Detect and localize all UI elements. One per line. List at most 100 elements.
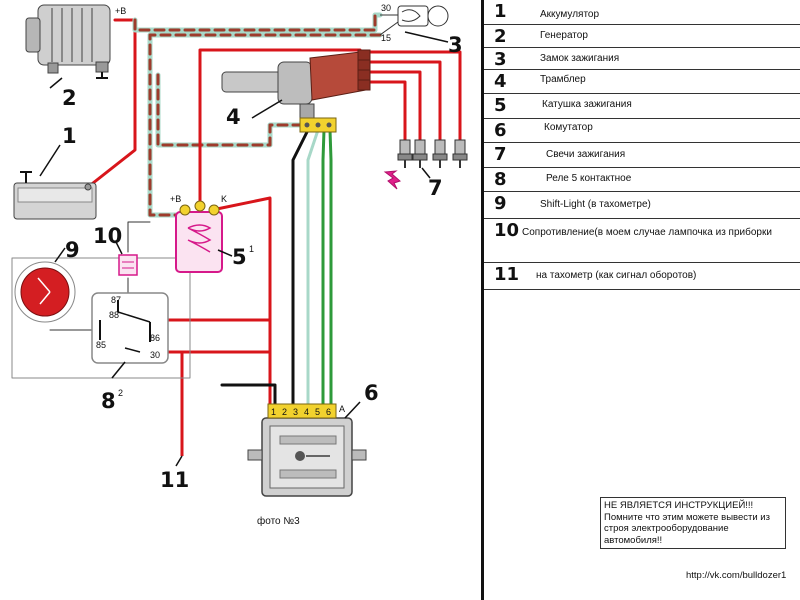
legend-text: Генератор bbox=[540, 30, 588, 41]
legend-text: Замок зажигания bbox=[540, 53, 620, 64]
warning-box: НЕ ЯВЛЯЕТСЯ ИНСТРУКЦИЕЙ!!! Помните что э… bbox=[600, 497, 786, 549]
callout-10: 10 bbox=[93, 224, 122, 248]
legend-number: 10 bbox=[494, 220, 520, 241]
callout-2: 2 bbox=[62, 86, 77, 110]
shift-light bbox=[14, 261, 76, 323]
wire-dist-green-2 bbox=[328, 128, 333, 407]
legend-text: Трамблер bbox=[540, 74, 586, 85]
spark-plug-1 bbox=[397, 139, 413, 168]
spark-plug-3 bbox=[432, 139, 448, 168]
legend-text: на тахометр (как сигнал оборотов) bbox=[536, 270, 697, 281]
ignition-coil: +B K bbox=[170, 194, 227, 273]
wire-switch-15-dash-top bbox=[148, 33, 382, 217]
relay-30-label: 30 bbox=[150, 350, 160, 360]
commutator-pin-2: 2 bbox=[282, 407, 287, 417]
wire-generator-ignition-dash bbox=[132, 12, 383, 33]
wire-cap-plug-1 bbox=[360, 80, 407, 142]
commutator-pin-6: 6 bbox=[326, 407, 331, 417]
callout-5: 5 bbox=[232, 245, 247, 269]
legend-text: Комутатор bbox=[544, 122, 593, 133]
coil-terminal-center bbox=[194, 200, 206, 212]
battery bbox=[13, 171, 97, 220]
callout-9: 9 bbox=[65, 238, 80, 262]
relay-87-label: 87 bbox=[111, 295, 121, 305]
footer-url: http://vk.com/bulldozer1 bbox=[686, 570, 787, 581]
legend-divider bbox=[481, 0, 484, 600]
commutator: 1 2 3 4 5 6 A bbox=[247, 403, 367, 497]
legend-row-3: 3 Замок зажигания bbox=[484, 48, 800, 70]
legend-row-10: 10 Сопротивление(в моем случае лампочка … bbox=[484, 219, 800, 263]
distributor bbox=[221, 49, 371, 133]
relay-85-label: 85 bbox=[96, 340, 106, 350]
spark-icon bbox=[383, 170, 401, 190]
resistor-lamp bbox=[118, 254, 138, 276]
relay-86-label: 86 bbox=[150, 333, 160, 343]
legend-number: 2 bbox=[494, 26, 507, 47]
wire-coil-k-commutator bbox=[210, 196, 272, 407]
legend-text: Реле 5 контактное bbox=[546, 173, 632, 184]
switch-30-label: 30 bbox=[381, 3, 391, 13]
switch-15-label: 15 bbox=[381, 33, 391, 43]
legend-row-5: 5 Катушка зажигания bbox=[484, 94, 800, 119]
legend-row-4: 4 Трамблер bbox=[484, 70, 800, 94]
photo-caption: фото №3 bbox=[257, 516, 300, 527]
legend-text: Сопротивление(в моем случае лампочка из … bbox=[522, 227, 772, 238]
wire-dist-black bbox=[291, 128, 310, 407]
generator: +B bbox=[25, 4, 126, 79]
wire-dist-mint bbox=[306, 128, 320, 407]
legend-number: 5 bbox=[494, 95, 507, 116]
wire-relay-30-tacho bbox=[138, 350, 184, 452]
legend-number: 11 bbox=[494, 264, 520, 285]
spark-plug-4 bbox=[452, 139, 468, 168]
wire-cap-plug-3 bbox=[360, 60, 442, 142]
wire-ignition-branch-top bbox=[156, 73, 302, 147]
wire-cap-plug-2 bbox=[360, 70, 422, 142]
legend-row-6: 6 Комутатор bbox=[484, 119, 800, 143]
coil-terminal-k bbox=[208, 204, 220, 216]
spark-plug-2 bbox=[412, 139, 428, 168]
callout-3: 3 bbox=[448, 33, 463, 57]
legend-number: 3 bbox=[494, 49, 507, 70]
legend-number: 8 bbox=[494, 169, 507, 190]
wire-cap-plug-4 bbox=[360, 50, 462, 142]
warning-title: НЕ ЯВЛЯЕТСЯ ИНСТРУКЦИЕЙ!!! bbox=[604, 500, 754, 511]
legend-row-2: 2 Генератор bbox=[484, 25, 800, 48]
commutator-connector bbox=[267, 403, 337, 419]
commutator-pin-5: 5 bbox=[315, 407, 320, 417]
wire-generator-battery bbox=[86, 18, 137, 189]
relay: 87 88 85 86 30 bbox=[91, 292, 169, 364]
coil-plus-b-label: +B bbox=[170, 194, 181, 204]
commutator-pin-4: 4 bbox=[304, 407, 309, 417]
ignition-switch: 30 15 bbox=[379, 3, 449, 43]
legend-row-7: 7 Свечи зажигания bbox=[484, 143, 800, 168]
legend-number: 1 bbox=[494, 1, 507, 22]
callout-8-superscript: 2 bbox=[118, 388, 123, 398]
callout-1: 1 bbox=[62, 124, 77, 148]
commutator-pin-3: 3 bbox=[293, 407, 298, 417]
legend-row-11: 11 на тахометр (как сигнал оборотов) bbox=[484, 263, 800, 290]
wire-resistor-relay bbox=[127, 221, 151, 253]
spark-plugs bbox=[383, 139, 468, 190]
warning-body: Помните что этим можете вывести из строя… bbox=[604, 511, 770, 546]
commutator-a-label: A bbox=[339, 404, 345, 414]
wire-generator-ignition-dash-top bbox=[133, 13, 382, 32]
legend-row-1: 1 Аккумулятор bbox=[484, 0, 800, 25]
legend-row-9: 9 Shift-Light (в тахометре) bbox=[484, 192, 800, 219]
legend-text: Shift-Light (в тахометре) bbox=[540, 199, 651, 210]
callout-6: 6 bbox=[364, 381, 379, 405]
legend-number: 9 bbox=[494, 193, 507, 214]
legend-number: 7 bbox=[494, 144, 507, 165]
legend-text: Катушка зажигания bbox=[542, 99, 632, 110]
callout-5-superscript: 1 bbox=[249, 244, 254, 254]
coil-terminal-b bbox=[179, 204, 191, 216]
wiring-diagram: +B 30 15 bbox=[11, 3, 468, 497]
legend-row-8: 8 Реле 5 контактное bbox=[484, 168, 800, 192]
legend-text: Свечи зажигания bbox=[546, 149, 626, 160]
callout-7: 7 bbox=[428, 176, 443, 200]
relay-88-label: 88 bbox=[109, 310, 119, 320]
legend-table: 1 Аккумулятор 2 Генератор 3 Замок зажига… bbox=[484, 0, 800, 290]
wire-dist-green-1 bbox=[321, 128, 326, 407]
generator-plus-b-label: +B bbox=[115, 6, 126, 16]
legend-number: 4 bbox=[494, 71, 507, 92]
coil-k-label: K bbox=[221, 194, 227, 204]
